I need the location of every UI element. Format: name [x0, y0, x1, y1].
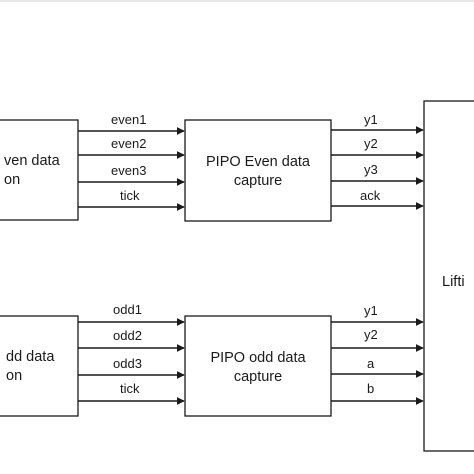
even-capture-block [184, 119, 332, 222]
signal-label-even-y1: y1 [364, 112, 378, 127]
odd-capture-block [184, 315, 332, 417]
signal-label-even-ack: ack [360, 188, 381, 203]
odd-source-block [0, 315, 79, 417]
signal-label-even1: even1 [111, 112, 146, 127]
signal-label-even-tick: tick [120, 188, 140, 203]
signal-label-even-y2: y2 [364, 136, 378, 151]
signal-label-even2: even2 [111, 136, 146, 151]
lifting-block [423, 100, 474, 452]
odd-source-label-line1: dd data [6, 349, 55, 365]
signal-label-odd2: odd2 [113, 328, 142, 343]
lifting-block-label: Lifti [442, 274, 465, 290]
signal-label-even3: even3 [111, 163, 146, 178]
signal-label-odd-y2: y2 [364, 327, 378, 342]
signal-label-odd-y1: y1 [364, 303, 378, 318]
signal-label-odd-tick: tick [120, 381, 140, 396]
odd-source-label-line2: on [6, 368, 22, 384]
signal-label-even-y3: y3 [364, 162, 378, 177]
even-capture-label-line1: PIPO Even data [206, 154, 311, 170]
signal-label-odd-a: a [367, 356, 375, 371]
signal-label-odd3: odd3 [113, 356, 142, 371]
even-source-block [0, 119, 79, 221]
signal-label-odd-b: b [367, 381, 374, 396]
odd-capture-label-line2: capture [234, 369, 282, 385]
even-capture-label-line2: capture [234, 173, 282, 189]
even-source-label-line1: ven data [4, 153, 61, 169]
even-source-label-line2: on [4, 172, 20, 188]
odd-capture-label-line1: PIPO odd data [210, 350, 306, 366]
signal-label-odd1: odd1 [113, 302, 142, 317]
